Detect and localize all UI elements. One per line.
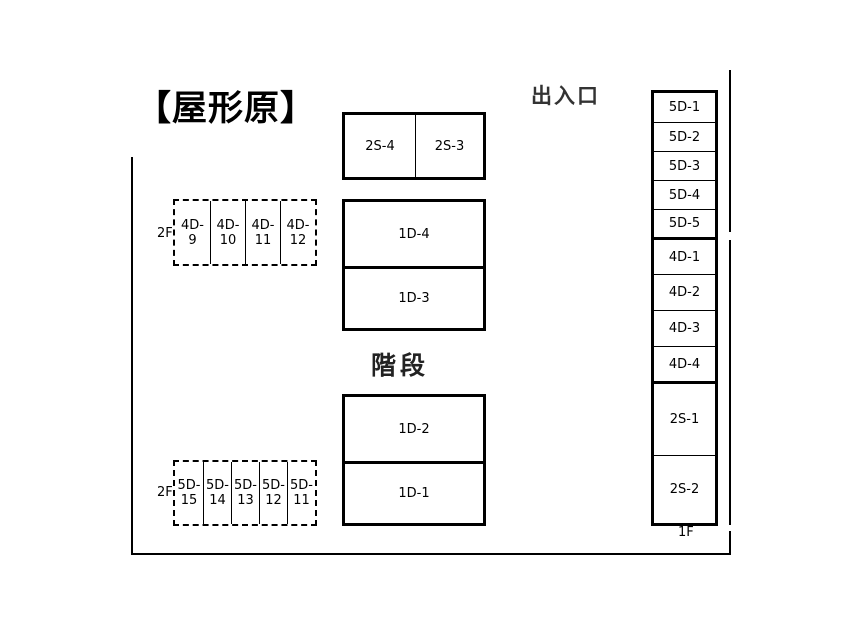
outer-wall-right-lower	[729, 240, 731, 525]
divider	[654, 310, 715, 311]
divider	[654, 346, 715, 347]
space-4d-1: 4D-1	[668, 249, 701, 265]
outer-wall-left	[131, 157, 133, 555]
space-4d-9: 4D- 9	[181, 217, 204, 248]
space-5d-13: 5D- 13	[231, 462, 259, 524]
divider	[654, 122, 715, 123]
stairs-label: 階段	[371, 351, 430, 380]
divider	[345, 461, 483, 464]
outer-wall-right-upper	[729, 70, 731, 232]
space-1d-2: 1D-2	[398, 421, 430, 437]
space-4d-2: 4D-2	[668, 285, 701, 300]
divider	[345, 266, 483, 269]
space-5d-5: 5D-5	[668, 216, 701, 231]
space-2s-2: 2S-2	[669, 482, 700, 497]
space-2s-1: 2S-1	[669, 412, 700, 427]
upper-2f-row: 4D- 9 4D- 10 4D- 11 4D- 12	[173, 199, 317, 266]
space-4d-3: 4D-3	[668, 321, 701, 336]
space-1d-4: 1D-4	[398, 226, 430, 242]
divider	[654, 381, 715, 384]
block-1d-4-3: 1D-4 1D-3	[342, 199, 486, 331]
space-1d-3: 1D-3	[398, 291, 430, 306]
space-5d-3: 5D-3	[668, 158, 701, 174]
top-pair-block: 2S-4 2S-3	[342, 112, 486, 180]
lower-2f-row: 5D- 15 5D- 14 5D- 13 5D- 12 5D- 11	[173, 460, 317, 526]
divider	[415, 115, 416, 177]
divider	[654, 151, 715, 152]
divider	[654, 237, 715, 240]
divider	[654, 274, 715, 275]
block-1d-2-1: 1D-2 1D-1	[342, 394, 486, 526]
floor-label-2f-lower: 2F	[157, 485, 173, 500]
space-5d-2: 5D-2	[668, 129, 701, 145]
space-4d-10: 4D- 10	[210, 201, 245, 264]
space-5d-12: 5D- 12	[259, 462, 287, 524]
outer-wall-right-bottom	[729, 531, 731, 555]
space-4d-4: 4D-4	[668, 356, 701, 372]
space-4d-12: 4D- 12	[280, 201, 315, 264]
floor-label-1f: 1F	[678, 525, 694, 540]
outer-wall-bottom	[131, 553, 731, 555]
space-2s-4: 2S-4	[365, 138, 395, 154]
entrance-label: 出入口	[531, 84, 600, 108]
space-1d-1: 1D-1	[398, 486, 430, 501]
space-5d-11: 5D- 11	[287, 462, 315, 524]
divider	[654, 209, 715, 210]
floor-label-2f-upper: 2F	[157, 226, 173, 241]
space-4d-11: 4D- 11	[245, 201, 280, 264]
space-5d-15: 5D- 15	[177, 478, 201, 508]
divider	[654, 455, 715, 456]
divider	[654, 180, 715, 181]
space-5d-14: 5D- 14	[203, 462, 231, 524]
space-2s-3: 2S-3	[434, 138, 465, 154]
page-title: 【屋形原】	[136, 89, 317, 129]
space-5d-1: 5D-1	[668, 100, 701, 115]
right-column: 5D-1 5D-2 5D-3 5D-4 5D-5 4D-1 4D-2 4D-3 …	[651, 90, 718, 526]
space-5d-4: 5D-4	[668, 187, 701, 203]
